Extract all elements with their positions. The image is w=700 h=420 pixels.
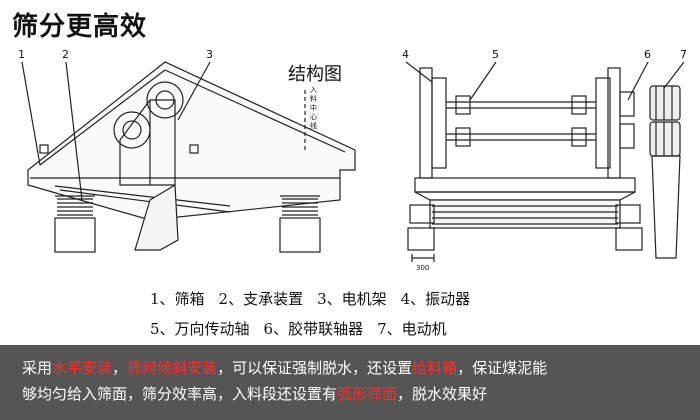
caption-text: ， bbox=[112, 359, 128, 377]
callout-7: 7 bbox=[680, 48, 687, 61]
legend-row: 1、筛箱 2、支承装置 3、电机架 4、振动器 bbox=[150, 288, 630, 318]
page-title: 筛分更高效 bbox=[12, 12, 148, 42]
caption-text: ，脱水效果好 bbox=[397, 385, 488, 403]
legend-item: 6、胶带联轴器 bbox=[263, 320, 364, 338]
caption-text: ，保证煤泥能 bbox=[457, 359, 548, 377]
legend-item: 2、支承装置 bbox=[218, 290, 304, 308]
caption-highlight: 给料箱 bbox=[412, 359, 458, 377]
structure-diagram: 1 2 3 4 5 6 7 结构图 入料中心线 300 bbox=[18, 48, 687, 272]
feed-center-label: 入料中心线 bbox=[310, 86, 317, 130]
caption-text: ，可以保证强制脱水，还设置 bbox=[217, 359, 413, 377]
caption-highlight: 水平安装 bbox=[52, 359, 113, 377]
legend-row: 5、万向传动轴 6、胶带联轴器 7、电动机 bbox=[150, 318, 630, 348]
callout-6: 6 bbox=[644, 48, 651, 61]
dimension-label: 300 bbox=[416, 264, 429, 272]
support-spring-right bbox=[279, 195, 321, 253]
figure-title: 结构图 bbox=[288, 64, 342, 85]
callout-3: 3 bbox=[206, 48, 213, 61]
legend-item: 1、筛箱 bbox=[150, 290, 205, 308]
caption-highlight: 筛网倾斜安装 bbox=[127, 359, 218, 377]
caption-text: 采用 bbox=[22, 359, 53, 377]
screen-box-side-view bbox=[21, 61, 356, 253]
legend-item: 3、电机架 bbox=[317, 290, 387, 308]
caption-bar: 采用水平安装，筛网倾斜安装，可以保证强制脱水，还设置给料箱，保证煤泥能 够均匀给… bbox=[0, 345, 700, 420]
callout-2: 2 bbox=[62, 48, 69, 61]
callout-5: 5 bbox=[492, 48, 499, 61]
caption-highlight: 弧形筛面 bbox=[337, 385, 398, 403]
support-spring-left bbox=[54, 195, 96, 253]
legend-item: 5、万向传动轴 bbox=[150, 320, 250, 338]
caption-line-2: 够均匀给入筛面，筛分效率高，入料段还设置有弧形筛面，脱水效果好 bbox=[22, 381, 686, 407]
parts-legend: 1、筛箱 2、支承装置 3、电机架 4、振动器 5、万向传动轴 6、胶带联轴器 7、电动机 bbox=[150, 288, 630, 348]
callout-1: 1 bbox=[18, 48, 25, 61]
legend-item: 4、振动器 bbox=[400, 290, 471, 308]
vibrator-circle-lower bbox=[113, 111, 151, 149]
callout-4: 4 bbox=[402, 48, 409, 61]
caption-line-1: 采用水平安装，筛网倾斜安装，可以保证强制脱水，还设置给料箱，保证煤泥能 bbox=[22, 355, 686, 381]
screen-end-view bbox=[405, 61, 685, 262]
vibrator-circle-upper bbox=[146, 81, 184, 119]
legend-item: 7、电动机 bbox=[377, 320, 447, 338]
caption-text: 够均匀给入筛面，筛分效率高，入料段还设置有 bbox=[22, 385, 338, 403]
